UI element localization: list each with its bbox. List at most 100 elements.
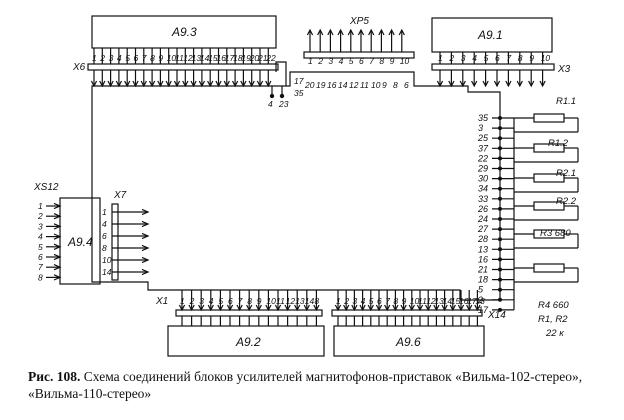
- pin-4-label: 4: [268, 99, 273, 109]
- x6-wire-9-head: [157, 80, 164, 88]
- x6-wire-3-head: [107, 80, 114, 88]
- connector-xs12-label: XS12: [33, 182, 59, 193]
- x14-pin-11-label: 11: [418, 296, 427, 306]
- x7-wire-1-head: [141, 208, 150, 216]
- right-dot-16: [498, 257, 503, 262]
- x14-wire-17-head: [466, 304, 473, 312]
- x14-wire-4-head: [359, 304, 366, 312]
- x3-wire-10-head: [539, 80, 546, 88]
- x7-wire-10-head: [141, 256, 150, 264]
- xp5-top-pin-5-label: 5: [349, 56, 354, 66]
- xp5-top-pin-3-label: 3: [328, 56, 333, 66]
- x1-pin-11-label: 12: [286, 296, 296, 306]
- right-pin-18-label: 18: [478, 275, 488, 285]
- x7-pin-8-label: 8: [102, 243, 107, 253]
- x3-wire-8-head: [516, 80, 523, 88]
- xp5-top-pin-2-label: 2: [317, 56, 323, 66]
- xp5-arrow-9-head: [388, 28, 395, 36]
- block-a9-3: [91, 15, 277, 49]
- x14-wire-11-head: [416, 304, 424, 312]
- x14-wire-6-head: [375, 304, 383, 312]
- right-pin-33-label: 33: [478, 194, 488, 204]
- block-a9-1: [431, 17, 553, 53]
- right-pin-34-label: 34: [478, 184, 488, 194]
- xp5-top-pin-7-label: 7: [369, 56, 374, 66]
- right-pin-26-label: 26: [477, 204, 488, 214]
- xp5-bottom-pin-6-label: 6: [404, 80, 409, 90]
- x14-wire-16-head: [457, 304, 465, 312]
- connector-x1-wires: [178, 290, 320, 326]
- xp5-arrow-5-head: [347, 28, 354, 36]
- right-pin-13-label: 13: [478, 244, 488, 254]
- right-pin-3-label: 3: [478, 123, 483, 133]
- x7-wire-6-head: [141, 232, 150, 240]
- x14-pin-18-label: 18: [475, 296, 485, 306]
- bracket-23: [275, 61, 287, 86]
- x1-wire-14-head: [313, 304, 320, 312]
- x14-pin-15-label: 15: [451, 296, 461, 306]
- block-a9-2: [167, 325, 325, 357]
- x1-wire-0-head: [178, 304, 186, 312]
- xp5-bottom-pin-9-label: 9: [382, 80, 387, 90]
- x6-pin-17-label: 17: [225, 53, 235, 63]
- x1-wire-9-head: [265, 304, 272, 312]
- resistor-r3-label: R3 680: [540, 228, 571, 239]
- xp5-arrow-7-head: [368, 28, 375, 36]
- resistor-note-1: R1, R2: [538, 314, 568, 325]
- resistor-r2-1-label: R2.1: [556, 168, 576, 179]
- right-pin-29-label: 29: [477, 164, 488, 174]
- block-a9-6-label: А9.6: [395, 335, 421, 349]
- x1-wire-4-head: [217, 304, 224, 312]
- xp5-bottom-pin-19-label: 19: [316, 80, 326, 90]
- block-a9-4: [59, 197, 101, 285]
- right-pin-22-label: 22: [477, 153, 488, 163]
- resistor-network: [514, 113, 579, 283]
- x6-wire-20-head: [248, 80, 255, 88]
- x3-wire-6-head: [493, 80, 501, 88]
- xs12-pin-5-label: 5: [38, 242, 43, 252]
- connector-x14: [331, 309, 483, 317]
- x1-wire-10-head: [274, 304, 282, 312]
- right-dot-22: [498, 156, 503, 161]
- right-dot-37: [498, 146, 503, 151]
- x14-pin-12-label: 12: [426, 296, 436, 306]
- xp5-bottom-pin-14-label: 14: [338, 80, 348, 90]
- x6-wire-6-head: [132, 80, 139, 88]
- x14-wire-18-head: [474, 304, 481, 312]
- right-pin-25-label: 25: [477, 133, 489, 143]
- right-dot-26: [498, 206, 503, 211]
- xp5-pin-17-label: 17: [294, 76, 304, 86]
- x1-wire-8-head: [255, 304, 262, 312]
- x3-wire-5-head: [482, 80, 489, 88]
- right-dot-30: [498, 176, 503, 181]
- x14-wire-8-head: [392, 304, 399, 312]
- caption-prefix: Рис. 108.: [28, 369, 81, 384]
- x6-wire-21-head: [256, 80, 264, 88]
- right-dot-27: [498, 227, 503, 232]
- resistor-note-2: 22 к: [545, 328, 564, 339]
- x6-wire-2-head: [99, 80, 106, 88]
- xs12-pin-8-label: 8: [38, 272, 43, 282]
- x1-wire-5-head: [226, 304, 234, 312]
- xp5-top-pin-10-label: 10: [400, 56, 410, 66]
- xp5-bottom-pin-16-label: 16: [327, 80, 337, 90]
- x14-wire-5-head: [367, 304, 374, 312]
- x1-pin-13-label: 14: [305, 296, 315, 306]
- x6-wire-4-head: [115, 80, 123, 88]
- x7-pin-1-label: 1: [102, 207, 107, 217]
- right-dot-21: [498, 267, 503, 272]
- xp5-arrow-10-head: [398, 28, 405, 36]
- x6-wire-1-head: [90, 80, 98, 88]
- resistor-body-0: [533, 113, 565, 123]
- block-a9-3-label: А9.3: [171, 25, 197, 39]
- x6-wire-13-head: [190, 80, 197, 88]
- connector-x3-wires: [436, 52, 546, 88]
- resistor-r4-label: R4 660: [538, 300, 569, 311]
- connector-x7-label: X7: [113, 190, 127, 201]
- block-a9-4-label: А9.4: [67, 235, 93, 249]
- xp5-arrow-6-head: [357, 28, 365, 36]
